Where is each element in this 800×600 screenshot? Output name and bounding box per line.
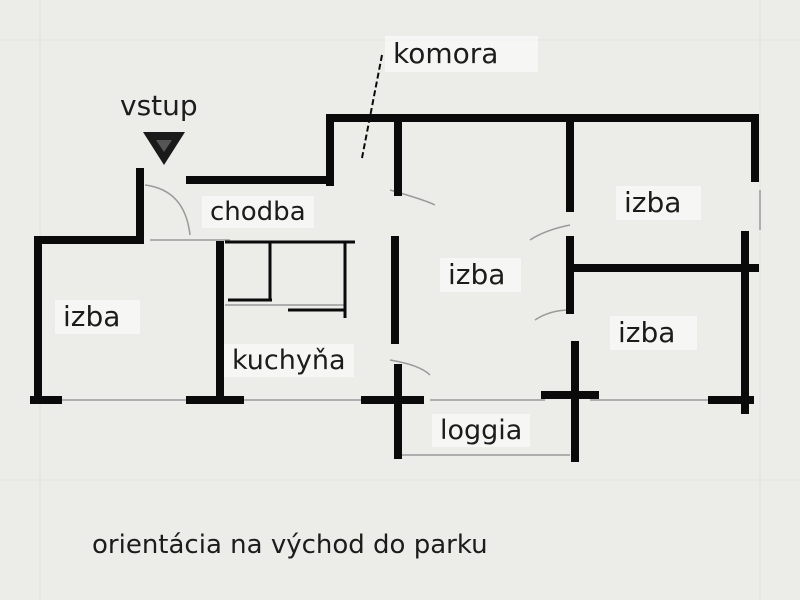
label-loggia: loggia	[432, 414, 531, 447]
caption-orientation: orientácia na východ do parku	[92, 530, 488, 560]
entrance-arrow-icon	[143, 132, 185, 165]
label-izba-center: izba	[440, 258, 522, 292]
label-izba-top-right: izba	[616, 186, 702, 220]
label-izba-left: izba	[55, 300, 141, 334]
label-komora: komora	[385, 36, 539, 72]
thin-outline-lines	[60, 184, 761, 456]
label-kuchyna: kuchyňa	[224, 344, 354, 377]
komora-pointer-line	[361, 54, 383, 159]
inner-walls	[225, 240, 355, 318]
label-chodba: chodba	[202, 196, 314, 228]
label-vstup: vstup	[120, 89, 198, 122]
walls	[30, 114, 759, 462]
label-izba-bottom-right: izba	[610, 316, 698, 350]
